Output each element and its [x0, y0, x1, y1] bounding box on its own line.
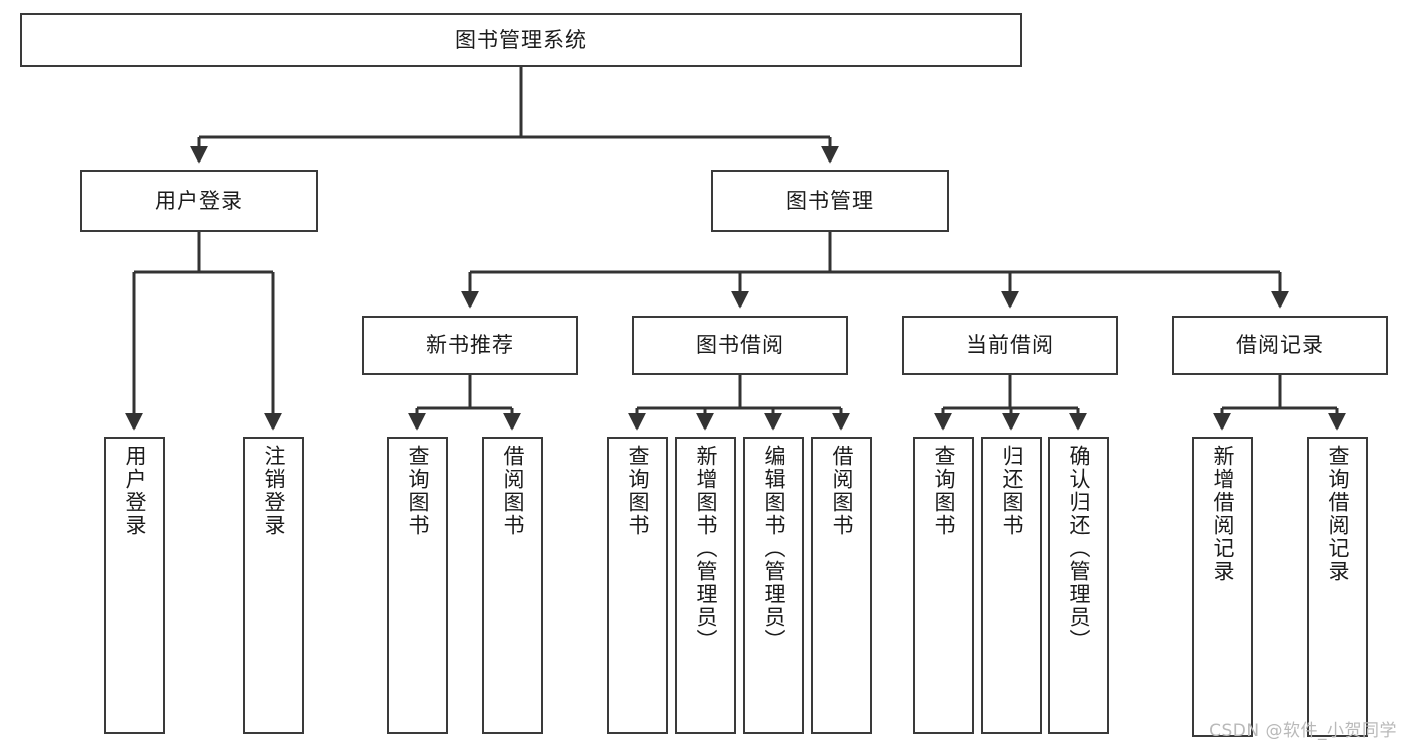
leaf-borrow-books-new-label: 借阅图书 — [501, 445, 525, 537]
node-root[interactable]: 图书管理系统 — [20, 13, 1022, 67]
leaf-query-books-current[interactable]: 查询图书 — [913, 437, 974, 734]
leaf-add-borrow-record[interactable]: 新增借阅记录 — [1192, 437, 1253, 737]
leaf-user-login[interactable]: 用户登录 — [104, 437, 165, 734]
node-user-login[interactable]: 用户登录 — [80, 170, 318, 232]
node-book-borrow-label: 图书借阅 — [696, 333, 784, 358]
leaf-add-book-admin-label: 新增图书（管理员） — [694, 445, 718, 652]
node-root-label: 图书管理系统 — [455, 27, 587, 52]
node-new-book-recommend-label: 新书推荐 — [426, 333, 514, 358]
leaf-borrow-books-new[interactable]: 借阅图书 — [482, 437, 543, 734]
leaf-query-books-current-label: 查询图书 — [932, 445, 956, 537]
node-book-management-label: 图书管理 — [786, 188, 874, 213]
node-current-borrow[interactable]: 当前借阅 — [902, 316, 1118, 375]
node-user-login-label: 用户登录 — [155, 188, 243, 213]
leaf-confirm-return-admin[interactable]: 确认归还（管理员） — [1048, 437, 1109, 734]
watermark: CSDN @软件_小贺同学 — [1209, 721, 1397, 741]
leaf-query-books-borrow[interactable]: 查询图书 — [607, 437, 668, 734]
node-new-book-recommend[interactable]: 新书推荐 — [362, 316, 578, 375]
leaf-borrow-books[interactable]: 借阅图书 — [811, 437, 872, 734]
leaf-return-books-label: 归还图书 — [1000, 445, 1024, 537]
leaf-query-borrow-record[interactable]: 查询借阅记录 — [1307, 437, 1368, 737]
node-book-management[interactable]: 图书管理 — [711, 170, 949, 232]
node-book-borrow[interactable]: 图书借阅 — [632, 316, 848, 375]
leaf-query-borrow-record-label: 查询借阅记录 — [1326, 445, 1350, 583]
leaf-add-book-admin[interactable]: 新增图书（管理员） — [675, 437, 736, 734]
leaf-edit-book-admin[interactable]: 编辑图书（管理员） — [743, 437, 804, 734]
leaf-return-books[interactable]: 归还图书 — [981, 437, 1042, 734]
leaf-edit-book-admin-label: 编辑图书（管理员） — [762, 445, 786, 652]
leaf-borrow-books-label: 借阅图书 — [830, 445, 854, 537]
node-current-borrow-label: 当前借阅 — [966, 333, 1054, 358]
node-borrow-records[interactable]: 借阅记录 — [1172, 316, 1388, 375]
leaf-user-login-label: 用户登录 — [123, 445, 147, 537]
leaf-confirm-return-admin-label: 确认归还（管理员） — [1067, 445, 1091, 652]
leaf-query-books-new[interactable]: 查询图书 — [387, 437, 448, 734]
leaf-logout-label: 注销登录 — [262, 445, 286, 537]
node-borrow-records-label: 借阅记录 — [1236, 333, 1324, 358]
leaf-query-books-new-label: 查询图书 — [406, 445, 430, 537]
leaf-add-borrow-record-label: 新增借阅记录 — [1211, 445, 1235, 583]
leaf-query-books-borrow-label: 查询图书 — [626, 445, 650, 537]
leaf-logout[interactable]: 注销登录 — [243, 437, 304, 734]
